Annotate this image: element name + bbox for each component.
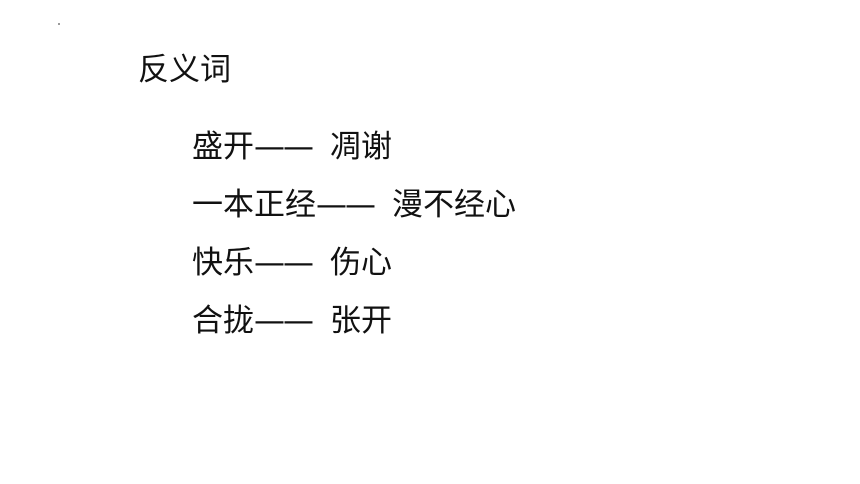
antonym-pair: 一本正经—— 漫不经心 [192,184,516,242]
page-title: 反义词 [138,52,231,88]
corner-dot [58,23,60,25]
antonym: 凋谢 [330,129,392,165]
antonym: 漫不经心 [392,187,516,223]
word: 一本正经 [192,187,316,223]
antonym-pair: 合拢—— 张开 [192,300,516,358]
dash-separator: —— [254,303,314,339]
antonym-pair: 盛开—— 凋谢 [192,126,516,184]
dash-separator: —— [254,129,314,165]
antonym-pair: 快乐—— 伤心 [192,242,516,300]
dash-separator: —— [254,245,314,281]
word: 合拢 [192,303,254,339]
word: 快乐 [192,245,254,281]
antonym: 张开 [330,303,392,339]
dash-separator: —— [316,187,376,223]
word: 盛开 [192,129,254,165]
antonym-list: 盛开——凋谢 一本正经——漫不经心 快乐——伤心 合拢——张开 [192,126,516,358]
antonym: 伤心 [330,245,392,281]
